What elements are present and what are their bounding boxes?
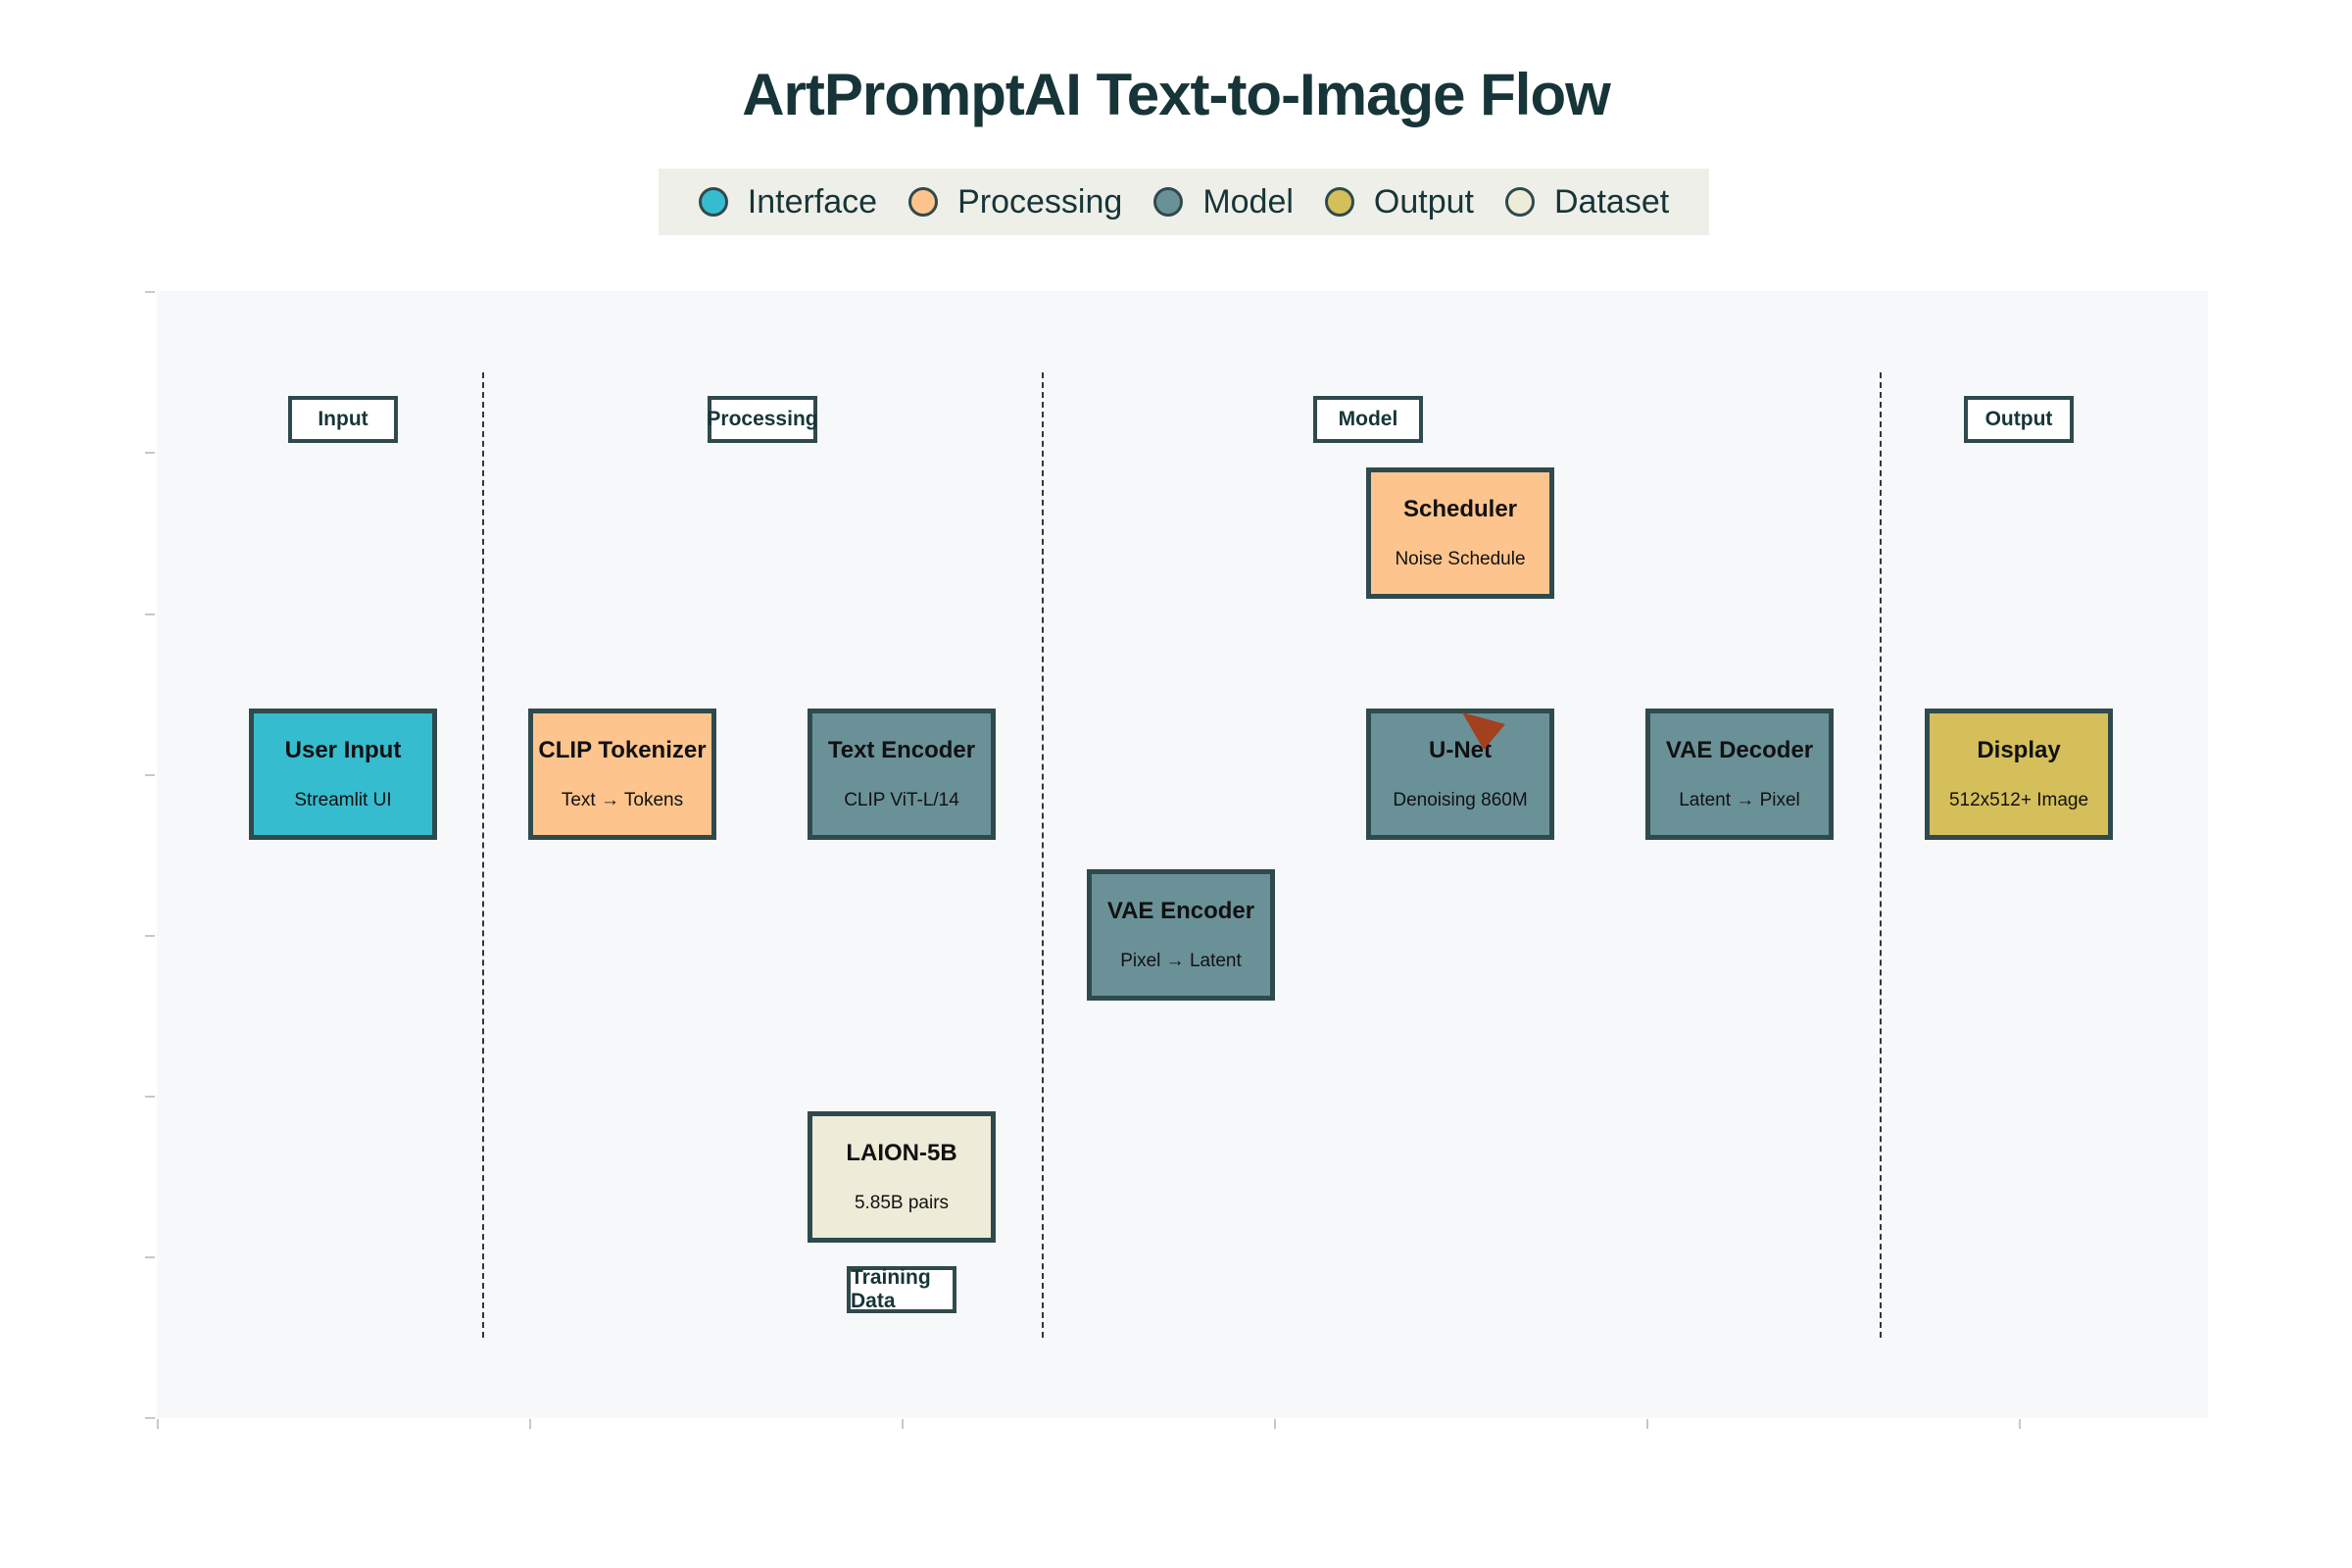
- node-subtitle: 512x512+ Image: [1948, 790, 2089, 810]
- legend-item-model[interactable]: Model: [1153, 183, 1294, 221]
- stage-label-output: Output: [1964, 396, 2074, 443]
- legend-item-dataset[interactable]: Dataset: [1505, 183, 1669, 221]
- node-subtitle: Streamlit UI: [294, 790, 392, 810]
- stage-divider: [1880, 372, 1882, 1338]
- node-subtitle: Noise Schedule: [1395, 549, 1526, 569]
- x-axis-tick: [529, 1419, 531, 1429]
- legend-swatch-processing: [908, 187, 939, 217]
- node-subtitle: Text → Tokens: [561, 790, 684, 810]
- y-axis-tick: [145, 291, 155, 293]
- legend-item-processing[interactable]: Processing: [908, 183, 1122, 221]
- diagram-title: ArtPromptAI Text-to-Image Flow: [742, 62, 1611, 127]
- node-title: Text Encoder: [827, 737, 976, 763]
- legend-swatch-output: [1324, 187, 1354, 217]
- node-title: Scheduler: [1402, 496, 1518, 522]
- legend-label-model: Model: [1202, 182, 1294, 220]
- node-subtitle: Latent → Pixel: [1679, 790, 1800, 810]
- legend-label-processing: Processing: [957, 182, 1123, 220]
- node-unet[interactable]: U-Net Denoising 860M: [1366, 709, 1554, 840]
- y-axis-tick: [145, 774, 155, 776]
- node-text-encoder[interactable]: Text Encoder CLIP ViT-L/14: [808, 709, 996, 840]
- stage-label-model: Model: [1313, 396, 1423, 443]
- y-axis-tick: [145, 452, 155, 454]
- y-axis-tick: [145, 1256, 155, 1258]
- legend-swatch-model: [1153, 187, 1184, 217]
- node-subtitle: Denoising 860M: [1393, 790, 1528, 810]
- legend-swatch-dataset: [1505, 187, 1535, 217]
- legend-item-output[interactable]: Output: [1324, 182, 1474, 221]
- x-axis-tick: [157, 1419, 159, 1429]
- arrowhead-icon: [1462, 712, 1505, 750]
- node-title: User Input: [284, 737, 402, 763]
- node-scheduler[interactable]: Scheduler Noise Schedule: [1366, 467, 1554, 599]
- node-display[interactable]: Display 512x512+ Image: [1925, 709, 2113, 840]
- x-axis-tick: [902, 1419, 904, 1429]
- legend-label-dataset: Dataset: [1554, 182, 1670, 220]
- node-subtitle: 5.85B pairs: [854, 1193, 950, 1213]
- node-title: LAION-5B: [846, 1140, 957, 1166]
- stage-divider: [482, 372, 484, 1338]
- stage-divider: [1042, 372, 1044, 1338]
- node-title: Display: [1977, 737, 2061, 763]
- node-laion-5b[interactable]: LAION-5B 5.85B pairs: [808, 1111, 996, 1243]
- y-axis-tick: [145, 613, 155, 615]
- node-subtitle: Pixel → Latent: [1120, 951, 1242, 971]
- plot-area: [157, 291, 2208, 1418]
- node-clip-tokenizer[interactable]: CLIP Tokenizer Text → Tokens: [528, 709, 716, 840]
- stage-label-training-data: Training Data: [847, 1266, 956, 1313]
- node-title: VAE Decoder: [1665, 737, 1814, 763]
- x-axis-tick: [1274, 1419, 1276, 1429]
- legend: Interface Processing Model Output Datase…: [659, 169, 1709, 235]
- legend-item-interface[interactable]: Interface: [698, 182, 878, 221]
- legend-swatch-interface: [698, 187, 728, 217]
- legend-label-output: Output: [1373, 182, 1474, 220]
- stage-label-processing: Processing: [707, 396, 818, 443]
- node-title: CLIP Tokenizer: [538, 737, 707, 763]
- node-title: VAE Encoder: [1106, 898, 1255, 924]
- x-axis-tick: [2019, 1419, 2021, 1429]
- stage-label-input: Input: [288, 396, 398, 443]
- y-axis-tick: [145, 935, 155, 937]
- node-subtitle: CLIP ViT-L/14: [844, 790, 959, 810]
- legend-label-interface: Interface: [747, 182, 878, 220]
- arrowhead-shape: [1462, 712, 1505, 750]
- x-axis-tick: [1646, 1419, 1648, 1429]
- node-vae-encoder[interactable]: VAE Encoder Pixel → Latent: [1087, 869, 1275, 1001]
- y-axis-tick: [145, 1096, 155, 1098]
- y-axis-tick: [145, 1417, 155, 1419]
- node-user-input[interactable]: User Input Streamlit UI: [249, 709, 437, 840]
- node-vae-decoder[interactable]: VAE Decoder Latent → Pixel: [1645, 709, 1834, 840]
